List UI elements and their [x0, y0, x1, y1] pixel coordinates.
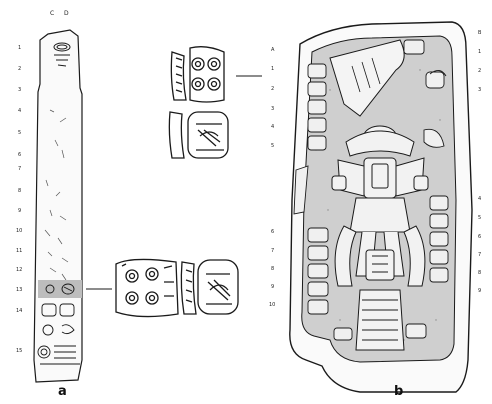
stela-side-eroded-marks — [44, 109, 69, 281]
panel-b-right-row-8: 8 — [478, 270, 482, 276]
panel-b-left-row-7: 7 — [271, 248, 275, 254]
panel-b-left-row-8: 8 — [271, 266, 275, 272]
zoom-glyph-top — [168, 46, 229, 159]
stela-side-highlight-glyphs — [45, 283, 75, 295]
stela-front-glyphs-upper-left — [307, 63, 327, 151]
panel-a-col-d: D — [64, 10, 69, 17]
panel-a-row-9: 9 — [18, 208, 22, 214]
panel-b-left-row-10: 10 — [269, 302, 276, 308]
stela-front-glyphs-upper-right — [403, 39, 447, 89]
panel-b-left-row-a: A — [271, 47, 275, 53]
panel-b-left-row-9: 9 — [271, 284, 275, 290]
panel-a-row-13: 13 — [16, 287, 23, 293]
stela-front-base — [333, 323, 427, 341]
panel-a-row-14: 14 — [16, 308, 23, 314]
ruler-figure — [331, 157, 429, 351]
panel-a-col-c: C — [50, 10, 55, 17]
panel-a-row-11: 11 — [16, 248, 23, 254]
panel-b-left-row-5: 5 — [271, 143, 275, 149]
panel-a-row-5: 5 — [18, 130, 22, 136]
stela-side-outline — [33, 29, 83, 383]
panel-b-label: b — [394, 384, 404, 399]
panel-b-right-row-3: 3 — [478, 87, 482, 93]
stela-front-glyphs-lower-left — [307, 227, 329, 315]
panel-a-row-12: 12 — [16, 267, 23, 273]
stela-side-highlight-row — [38, 280, 82, 298]
panel-a-row-15: 15 — [16, 348, 23, 354]
panel-a-row-10: 10 — [16, 228, 23, 234]
panel-b-right-row-1: 1 — [478, 49, 482, 55]
panel-b-left-row-1: 1 — [271, 66, 275, 72]
panel-b-right-row-9: 9 — [478, 288, 482, 294]
panel-b-right-row-b: B — [478, 30, 482, 36]
panel-a-row-2: 2 — [18, 66, 22, 72]
ruler-headdress — [345, 125, 415, 157]
panel-b-left-row-4: 4 — [271, 124, 275, 130]
panel-b-left-row-2: 2 — [271, 86, 275, 92]
panel-b-left-row-3: 3 — [271, 106, 275, 112]
panel-a-row-6: 6 — [18, 152, 22, 158]
panel-a-row-1: 1 — [18, 45, 22, 51]
panel-b-right-row-7: 7 — [478, 252, 482, 258]
panel-a-row-8: 8 — [18, 188, 22, 194]
panel-b-left-row-6: 6 — [271, 229, 275, 235]
panel-a-row-4: 4 — [18, 108, 22, 114]
panel-a-label: a — [58, 384, 67, 399]
panel-a-row-7: 7 — [18, 166, 22, 172]
stela-side-lower-glyphs — [37, 303, 80, 365]
stela-front-glyphs-right — [429, 195, 449, 283]
zoom-glyph-bottom — [115, 258, 239, 318]
panel-b-right-row-6: 6 — [478, 234, 482, 240]
panel-b-right-row-5: 5 — [478, 215, 482, 221]
panel-b-right-row-4: 4 — [478, 196, 482, 202]
panel-a-row-3: 3 — [18, 87, 22, 93]
stela-front-right-ornament — [423, 128, 445, 148]
stela-front-left-bar — [293, 165, 309, 215]
panel-b-right-row-2: 2 — [478, 68, 482, 74]
stela-side-top-glyphs — [53, 42, 71, 67]
